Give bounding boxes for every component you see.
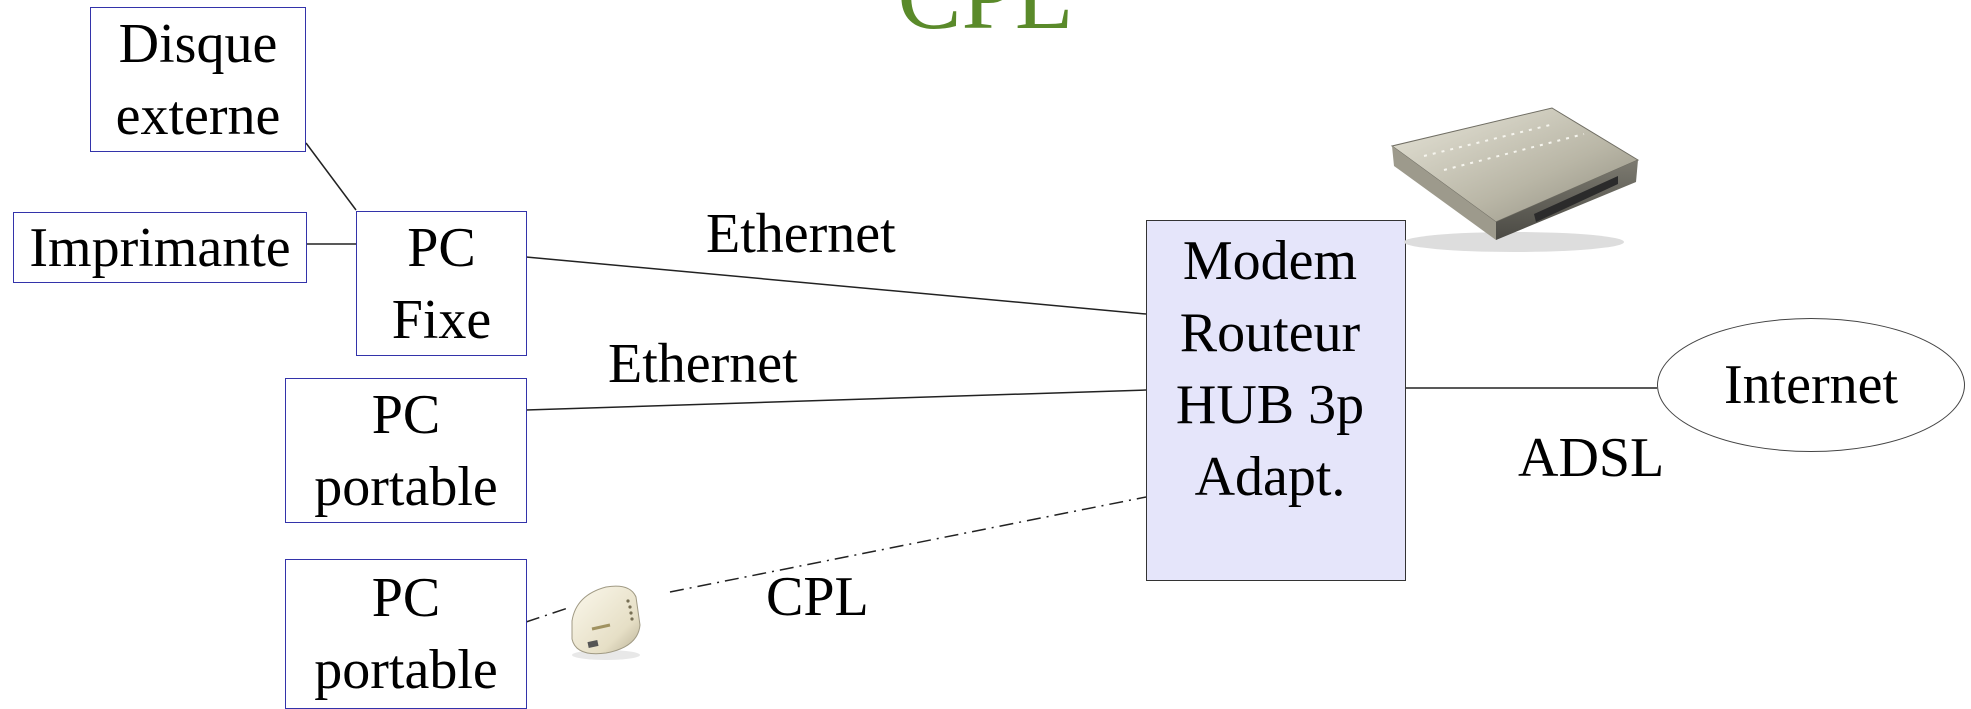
- node-modem-routeur: Modem Routeur HUB 3p Adapt.: [1146, 220, 1406, 581]
- node-label-line: Disque: [118, 12, 278, 75]
- link-ethernet-1: [525, 256, 1147, 315]
- node-label-line: PC: [407, 216, 476, 279]
- node-label: Imprimante: [29, 216, 291, 279]
- node-label-line: PC: [371, 567, 441, 629]
- link-label-adsl: ADSL: [1518, 427, 1665, 489]
- cpl-adapter-icon: [571, 585, 641, 660]
- node-pc-fixe: PC Fixe: [356, 211, 527, 356]
- node-label: Internet: [1723, 354, 1899, 416]
- node-disque-externe: Disque externe: [90, 7, 306, 152]
- router-icon: [1390, 107, 1640, 252]
- node-pc-portable-2: PC portable: [285, 559, 527, 709]
- link-label-ethernet-2: Ethernet: [608, 333, 798, 395]
- node-label-line: PC: [371, 383, 441, 446]
- link-cpl-pc: [525, 607, 569, 623]
- node-label-line: externe: [115, 84, 281, 147]
- node-label-line: Routeur: [1179, 302, 1361, 364]
- node-label-line: HUB 3p: [1175, 374, 1365, 436]
- node-label-line: Fixe: [391, 288, 492, 351]
- node-pc-portable-1: PC portable: [285, 378, 527, 523]
- node-internet: Internet: [1657, 318, 1965, 452]
- diagram-title: CPL: [0, 0, 1971, 44]
- link-label-ethernet-1: Ethernet: [706, 203, 896, 265]
- link-disque-pcfixe: [305, 142, 357, 211]
- node-label-line: portable: [314, 639, 498, 701]
- node-imprimante: Imprimante: [13, 212, 307, 283]
- link-ethernet-2: [525, 389, 1147, 411]
- node-label-line: portable: [314, 455, 498, 518]
- link-cpl-modem: [669, 496, 1147, 593]
- link-label-cpl: CPL: [766, 566, 869, 628]
- node-label-line: Modem: [1182, 230, 1358, 292]
- node-label-line: Adapt.: [1194, 446, 1346, 508]
